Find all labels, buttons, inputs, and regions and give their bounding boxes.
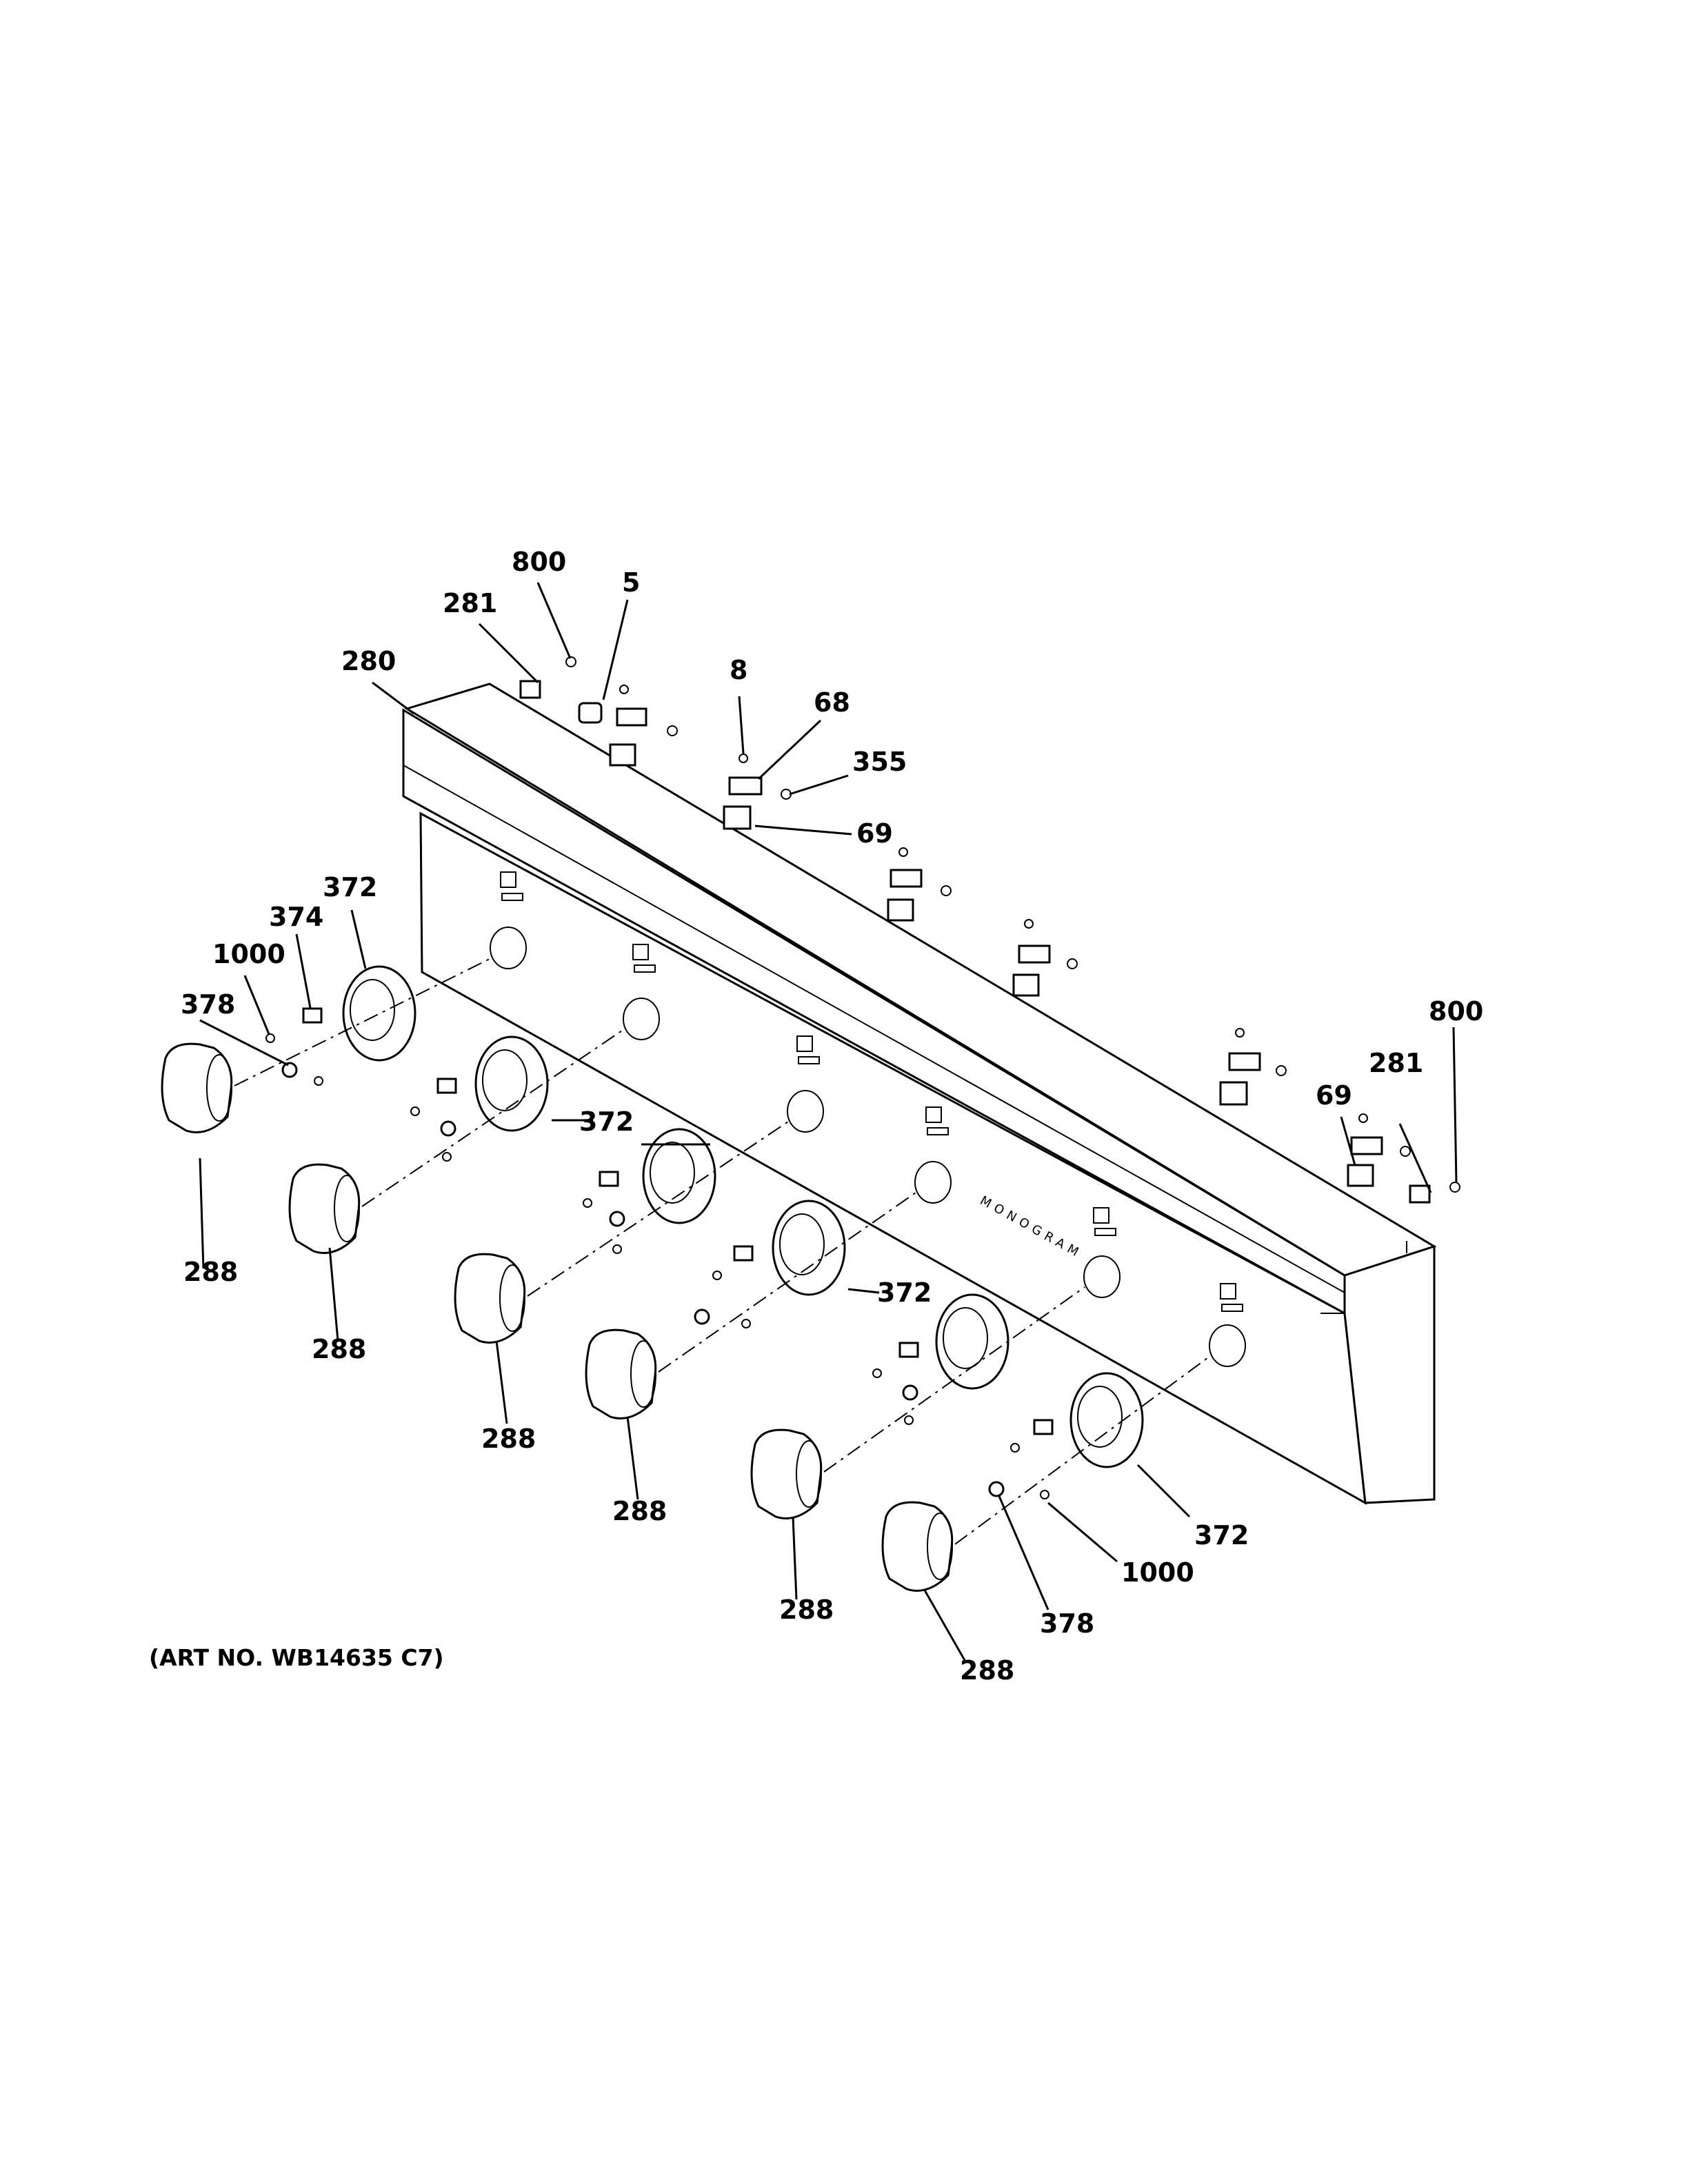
callout-800-right: 800 — [1429, 996, 1483, 1027]
callout-288-1: 288 — [183, 1257, 238, 1287]
callout-372-b: 372 — [579, 1106, 634, 1137]
callout-288-6: 288 — [960, 1655, 1014, 1686]
callout-5: 5 — [622, 567, 640, 598]
callout-8: 8 — [730, 655, 747, 685]
callout-288-2: 288 — [312, 1334, 366, 1364]
callout-labels: 800 5 281 280 8 68 355 69 372 374 1000 3… — [181, 547, 1483, 1686]
control-panel-280: MONOGRAM — [402, 682, 1437, 1505]
small-fasteners — [265, 1007, 1054, 1499]
knobs-288 — [161, 1042, 954, 1592]
panel-openings — [490, 927, 1246, 1367]
leader-lines — [199, 582, 1458, 1662]
top-brackets — [519, 656, 1460, 1204]
art-number: (ART NO. WB14635 C7) — [149, 1644, 444, 1671]
callout-69-right: 69 — [1316, 1080, 1352, 1111]
callout-280: 280 — [341, 646, 396, 676]
bezels-372 — [342, 965, 1144, 1468]
callout-372-c: 372 — [877, 1277, 932, 1308]
centerlines — [234, 958, 1211, 1545]
callout-374: 374 — [269, 902, 323, 932]
callout-372-a: 372 — [323, 872, 377, 902]
callout-1000-a: 1000 — [212, 939, 285, 969]
callout-378-b: 378 — [1040, 1608, 1094, 1639]
callout-281-top: 281 — [443, 588, 497, 618]
callout-1000-b: 1000 — [1121, 1557, 1194, 1588]
callout-288-5: 288 — [779, 1595, 834, 1625]
callout-288-4: 288 — [612, 1496, 667, 1526]
callout-68: 68 — [814, 687, 850, 718]
callout-281-right: 281 — [1369, 1048, 1423, 1078]
callout-355: 355 — [852, 747, 907, 777]
indicator-icons — [500, 871, 1243, 1312]
callout-378-a: 378 — [181, 989, 235, 1020]
callout-800-top: 800 — [512, 547, 566, 577]
callout-69-top: 69 — [856, 818, 893, 849]
callout-288-3: 288 — [481, 1424, 536, 1454]
callout-372-d: 372 — [1194, 1520, 1249, 1550]
